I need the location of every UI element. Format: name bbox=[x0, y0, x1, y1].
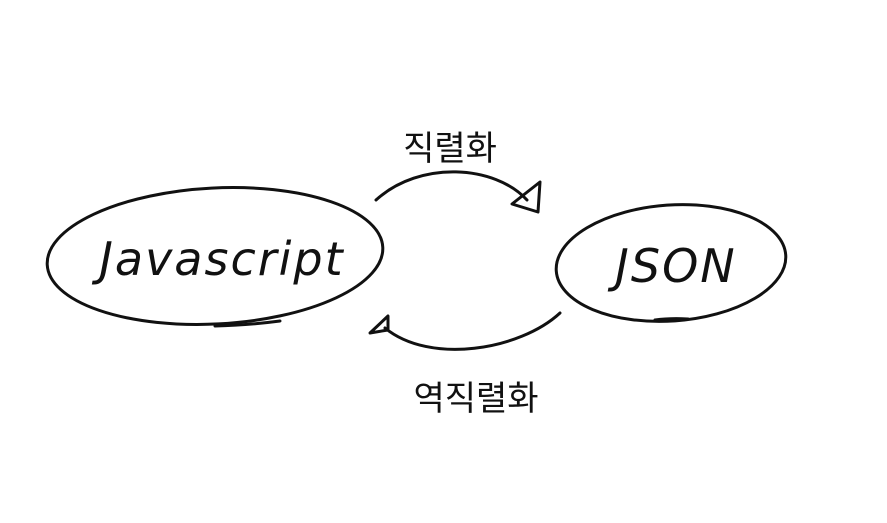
node-json-ellipse bbox=[554, 203, 788, 323]
node-javascript: Javascript bbox=[45, 186, 385, 328]
edge-deserialize: 역직렬화 bbox=[368, 311, 562, 419]
node-javascript-underline bbox=[213, 319, 282, 328]
node-json-label: JSON bbox=[607, 239, 736, 293]
node-javascript-ellipse bbox=[45, 186, 385, 326]
edge-serialize-label: 직렬화 bbox=[403, 129, 497, 169]
node-json-underline bbox=[653, 317, 690, 322]
edge-deserialize-label: 역직렬화 bbox=[413, 379, 538, 419]
edge-serialize-arrowhead bbox=[510, 180, 542, 214]
edge-serialize-curve bbox=[374, 170, 529, 202]
edge-serialize: 직렬화 bbox=[374, 129, 542, 214]
edge-deserialize-curve bbox=[383, 311, 562, 351]
node-javascript-label: Javascript bbox=[91, 232, 344, 286]
edge-deserialize-arrowhead bbox=[368, 314, 390, 335]
node-json: JSON bbox=[554, 203, 788, 323]
